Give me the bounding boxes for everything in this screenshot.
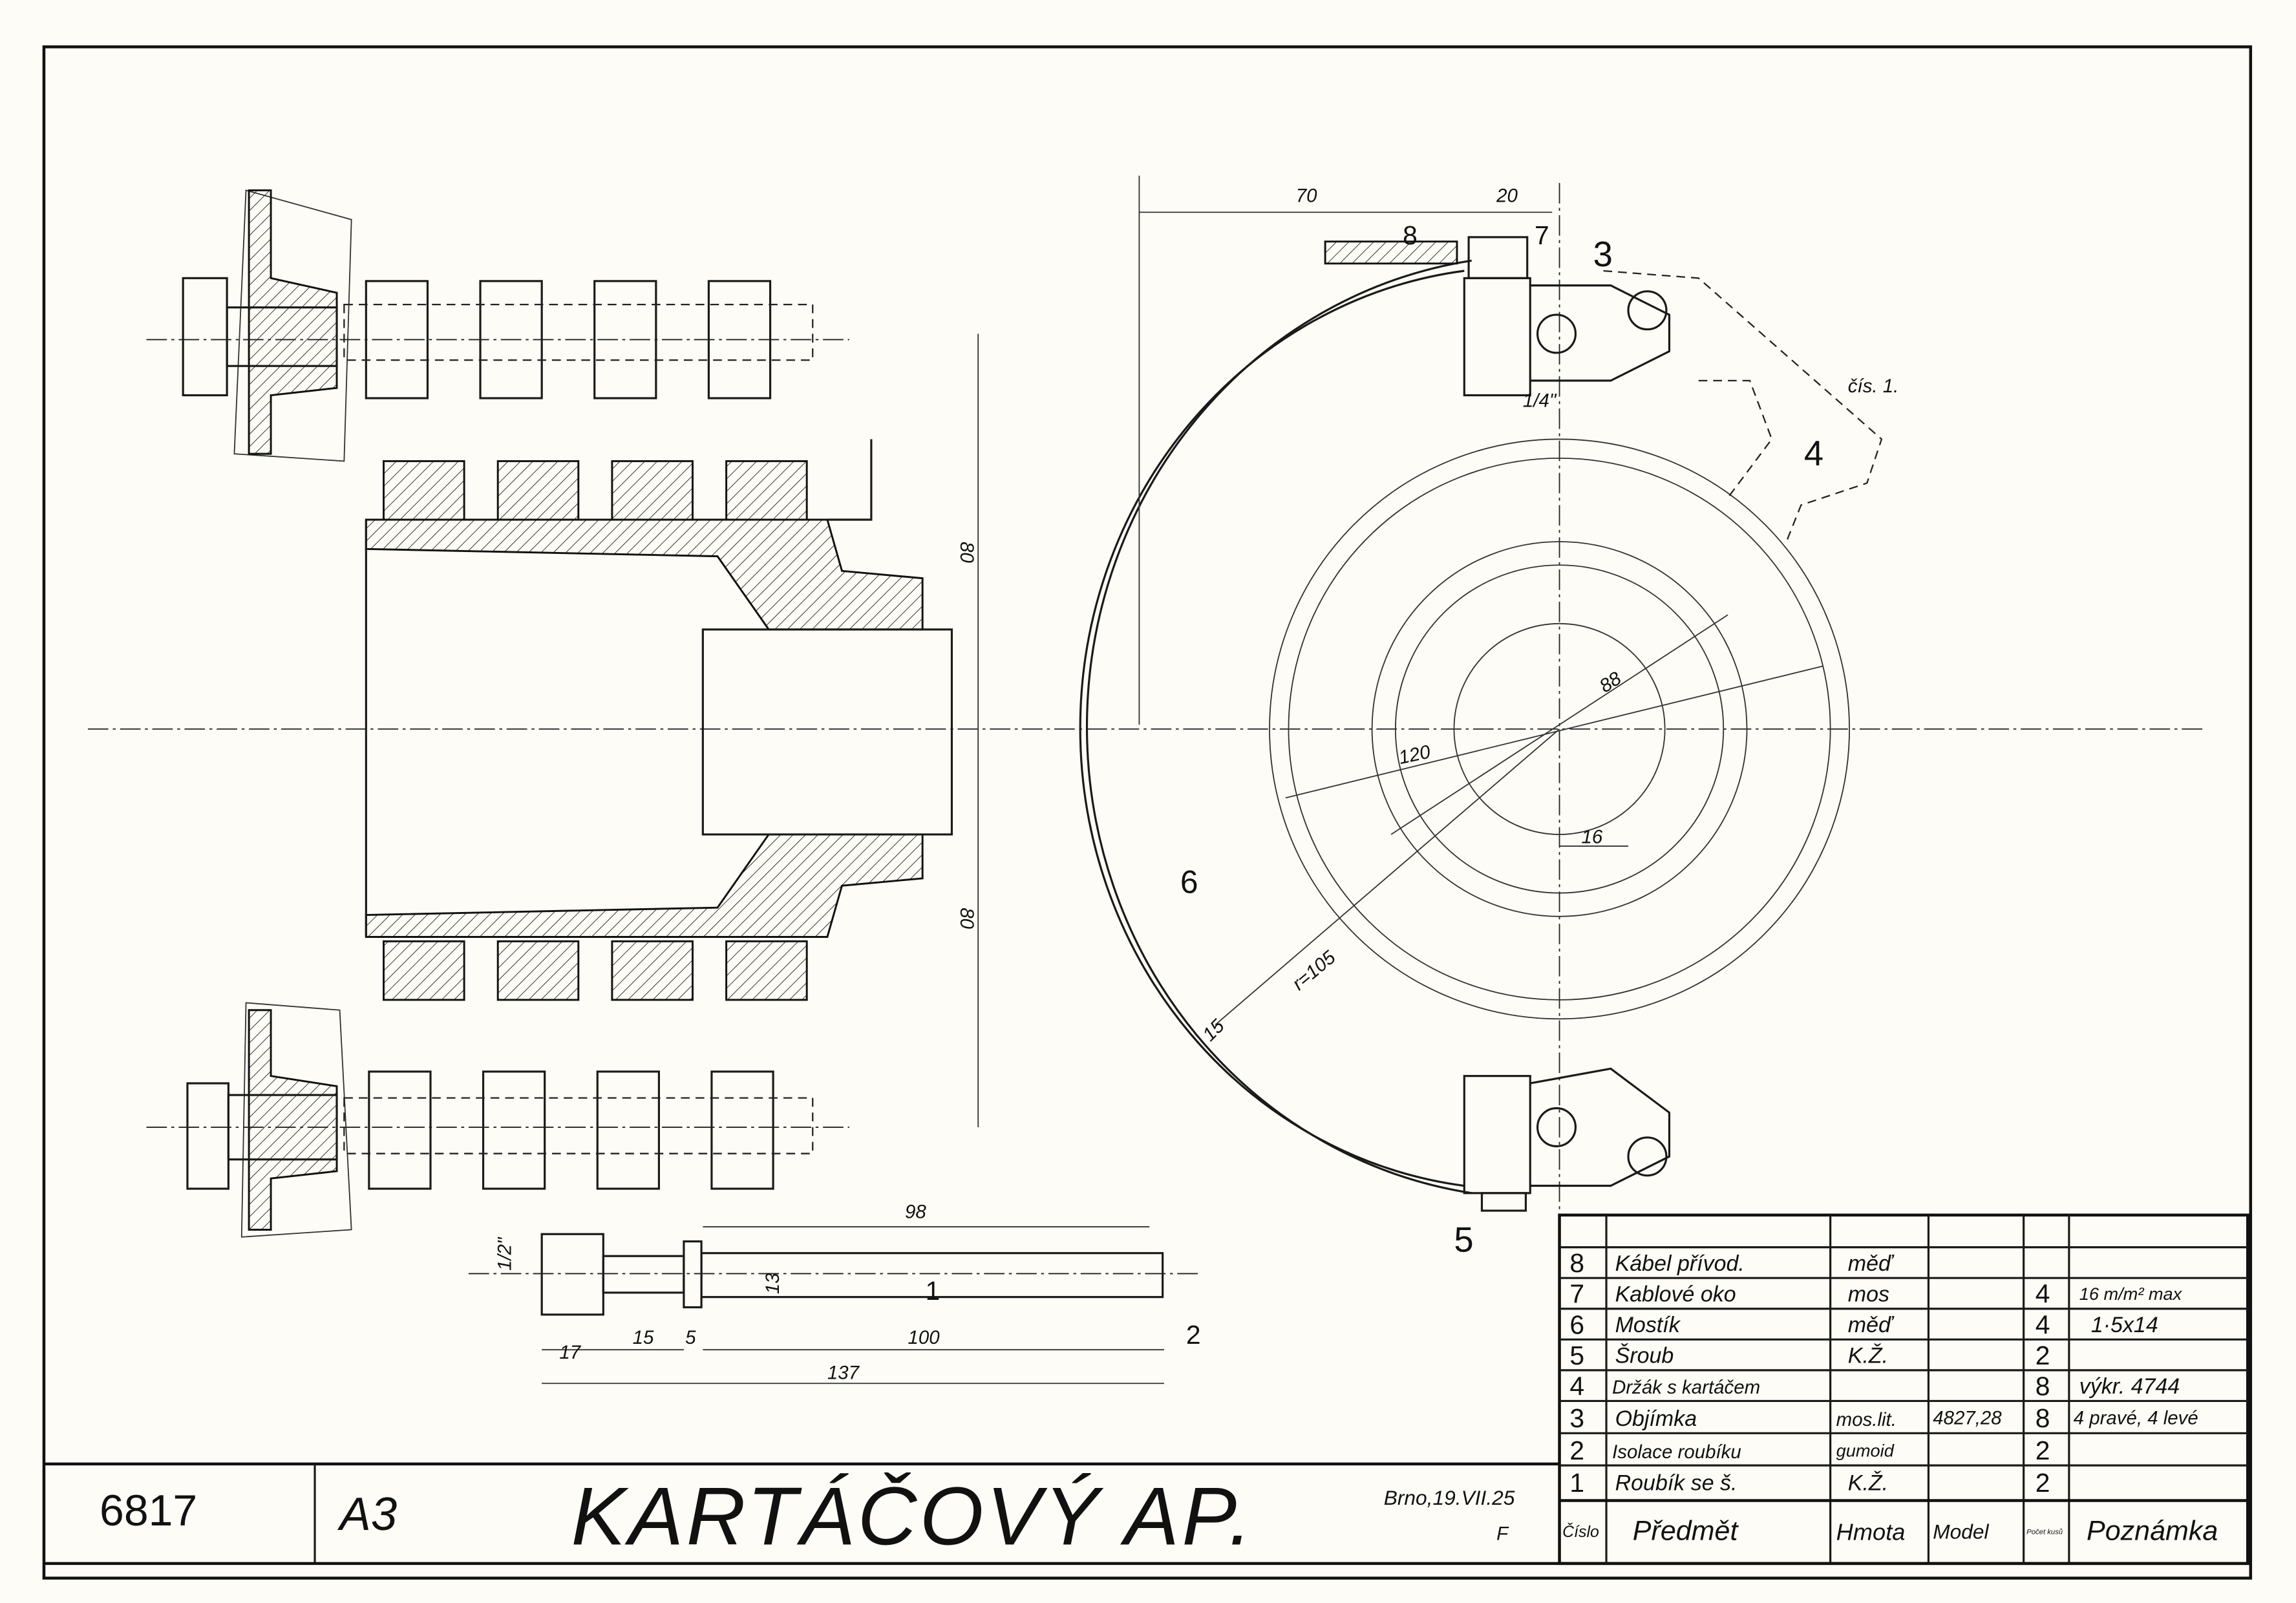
table-row: 1 Roubík se š. K.Ž. 2 xyxy=(1569,1468,2050,1498)
row-qty: 2 xyxy=(2036,1468,2050,1498)
signature: F xyxy=(1496,1523,1509,1545)
row-material: měď xyxy=(1848,1313,1895,1337)
dim-80-lower: 80 xyxy=(956,908,977,929)
row-item: Kablové oko xyxy=(1615,1282,1736,1306)
header-cislo: Číslo xyxy=(1562,1522,1599,1541)
dim-15: 15 xyxy=(633,1327,654,1348)
row-item: Objímka xyxy=(1615,1407,1697,1431)
callout-3: 3 xyxy=(1593,235,1613,274)
row-note: výkr. 4744 xyxy=(2079,1374,2180,1399)
sleeve-section: 80 80 xyxy=(365,334,979,1127)
table-row: 3 Objímka mos.lit. 4827,28 8 4 pravé, 4 … xyxy=(1569,1403,2198,1433)
callout-4: 4 xyxy=(1804,434,1823,473)
row-item: Kábel přívod. xyxy=(1615,1251,1745,1276)
table-row: 4 Držák s kartáčem 8 výkr. 4744 xyxy=(1569,1371,2180,1401)
callout-2: 2 xyxy=(1186,1320,1201,1350)
row-qty: 8 xyxy=(2036,1371,2050,1401)
drawing-number: 6817 xyxy=(100,1486,197,1535)
row-note: 4 pravé, 4 levé xyxy=(2074,1408,2198,1429)
row-number: 8 xyxy=(1569,1248,1584,1278)
dim-r105: r=105 xyxy=(1288,946,1340,995)
dim-88: 88 xyxy=(1596,668,1626,697)
callout-cis1: čís. 1. xyxy=(1848,376,1899,397)
row-qty: 2 xyxy=(2036,1341,2050,1370)
row-number: 7 xyxy=(1569,1279,1584,1309)
circular-view: 70 20 1/4" 88 120 16 r=105 15 8 7 3 čís.… xyxy=(1079,175,1899,1259)
row-item: Mostík xyxy=(1615,1313,1681,1337)
table-row: 7 Kablové oko mos 4 16 m/m² max xyxy=(1569,1279,2182,1309)
dim-17: 17 xyxy=(559,1342,581,1363)
dim-quarter-inch: 1/4" xyxy=(1523,390,1557,412)
lower-bolt-assembly xyxy=(146,1002,849,1238)
header-hmota: Hmota xyxy=(1836,1519,1906,1545)
row-model: 4827,28 xyxy=(1933,1408,2002,1429)
dim-120: 120 xyxy=(1397,741,1433,769)
table-row: 8 Kábel přívod. měď xyxy=(1569,1248,1895,1278)
dim-70: 70 xyxy=(1296,186,1317,207)
row-item: Šroub xyxy=(1615,1344,1674,1368)
table-row: 2 Isolace roubíku gumoid 2 xyxy=(1569,1436,2050,1465)
dim-5: 5 xyxy=(685,1327,696,1348)
table-row: 6 Mostík měď 4 1·5x14 xyxy=(1569,1310,2158,1339)
row-note: 1·5x14 xyxy=(2091,1313,2158,1337)
table-header: Číslo Předmět Hmota Model Počet kusů Poz… xyxy=(1562,1516,2218,1547)
title-block: 6817 A3 KARTÁČOVÝ AP. Brno,19.VII.25 F xyxy=(43,1462,2251,1566)
row-qty: 4 xyxy=(2036,1310,2050,1339)
dim-13: 13 xyxy=(762,1273,783,1294)
dim-15: 15 xyxy=(1198,1015,1229,1045)
row-material: K.Ž. xyxy=(1848,1471,1888,1496)
dim-100: 100 xyxy=(908,1327,940,1348)
row-material: měď xyxy=(1848,1251,1895,1276)
header-predmet: Předmět xyxy=(1633,1516,1739,1547)
paper-format: A3 xyxy=(337,1488,398,1540)
callout-1: 1 xyxy=(926,1276,941,1306)
callout-6: 6 xyxy=(1180,864,1198,900)
row-note: 16 m/m² max xyxy=(2079,1284,2183,1304)
row-number: 1 xyxy=(1569,1468,1584,1498)
header-poznamka: Poznámka xyxy=(2087,1516,2218,1547)
row-qty: 2 xyxy=(2036,1436,2050,1465)
dim-80-upper: 80 xyxy=(956,542,977,563)
row-item: Držák s kartáčem xyxy=(1612,1377,1760,1398)
row-number: 6 xyxy=(1569,1310,1584,1339)
row-material: mos.lit. xyxy=(1836,1409,1897,1430)
drawing-title: KARTÁČOVÝ AP. xyxy=(571,1470,1255,1562)
parts-table: 8 Kábel přívod. měď 7 Kablové oko mos 4 … xyxy=(1558,1213,2249,1566)
row-material: K.Ž. xyxy=(1848,1344,1888,1368)
bolt-detail: 98 13 100 137 17 15 5 1/2" 1 2 xyxy=(468,1201,1201,1385)
table-row: 5 Šroub K.Ž. 2 xyxy=(1569,1341,2050,1370)
row-number: 3 xyxy=(1569,1403,1584,1433)
row-material: mos xyxy=(1848,1282,1889,1306)
callout-5: 5 xyxy=(1454,1220,1473,1259)
dim-98: 98 xyxy=(905,1201,926,1222)
row-qty: 4 xyxy=(2036,1279,2050,1309)
dim-16: 16 xyxy=(1582,827,1603,848)
row-number: 5 xyxy=(1569,1341,1584,1370)
drawing-border xyxy=(42,45,2253,1580)
dim-137: 137 xyxy=(827,1362,860,1383)
row-number: 4 xyxy=(1569,1371,1584,1401)
callout-8: 8 xyxy=(1403,220,1418,250)
row-number: 2 xyxy=(1569,1436,1584,1465)
row-qty: 8 xyxy=(2036,1403,2050,1433)
row-item: Roubík se š. xyxy=(1615,1471,1738,1496)
header-pocet-kusu: Počet kusů xyxy=(2026,1529,2063,1536)
upper-bolt-assembly xyxy=(146,189,849,462)
place-date: Brno,19.VII.25 xyxy=(1384,1486,1515,1509)
row-item: Isolace roubíku xyxy=(1612,1441,1741,1463)
header-model: Model xyxy=(1933,1520,1989,1543)
dim-20: 20 xyxy=(1496,186,1518,207)
dim-half-inch: 1/2" xyxy=(494,1237,516,1271)
row-material: gumoid xyxy=(1836,1441,1895,1461)
callout-7: 7 xyxy=(1535,220,1549,250)
